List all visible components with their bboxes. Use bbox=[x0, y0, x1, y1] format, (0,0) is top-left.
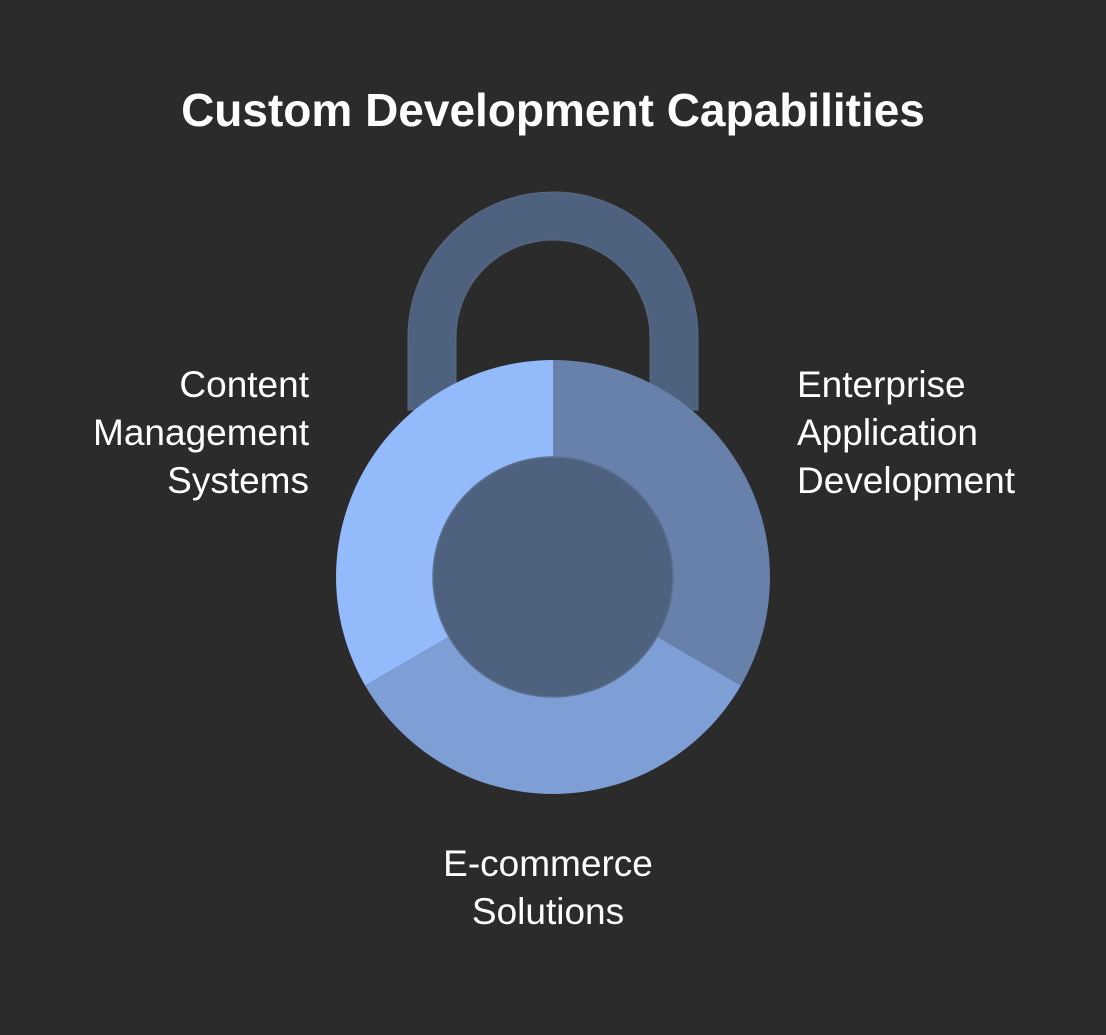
label-enterprise-application-development: Enterprise Application Development bbox=[797, 361, 1015, 505]
label-line: Systems bbox=[167, 460, 309, 501]
segment-content-management-systems bbox=[336, 360, 553, 686]
padlock-shackle bbox=[407, 191, 699, 411]
label-line: E-commerce bbox=[443, 843, 653, 884]
label-line: Content bbox=[179, 364, 309, 405]
label-line: Management bbox=[93, 412, 309, 453]
label-line: Application bbox=[797, 412, 979, 453]
label-line: Development bbox=[797, 460, 1016, 501]
segment-enterprise-application-development bbox=[553, 360, 770, 686]
label-content-management-systems: Content Management Systems bbox=[93, 361, 309, 505]
diagram-title: Custom Development Capabilities bbox=[181, 84, 925, 136]
segment-ecommerce-solutions bbox=[365, 636, 741, 794]
label-line: Solutions bbox=[471, 891, 625, 932]
label-line: Enterprise bbox=[797, 364, 966, 405]
label-ecommerce-solutions: E-commerce Solutions bbox=[348, 840, 748, 936]
padlock-center bbox=[432, 456, 674, 698]
